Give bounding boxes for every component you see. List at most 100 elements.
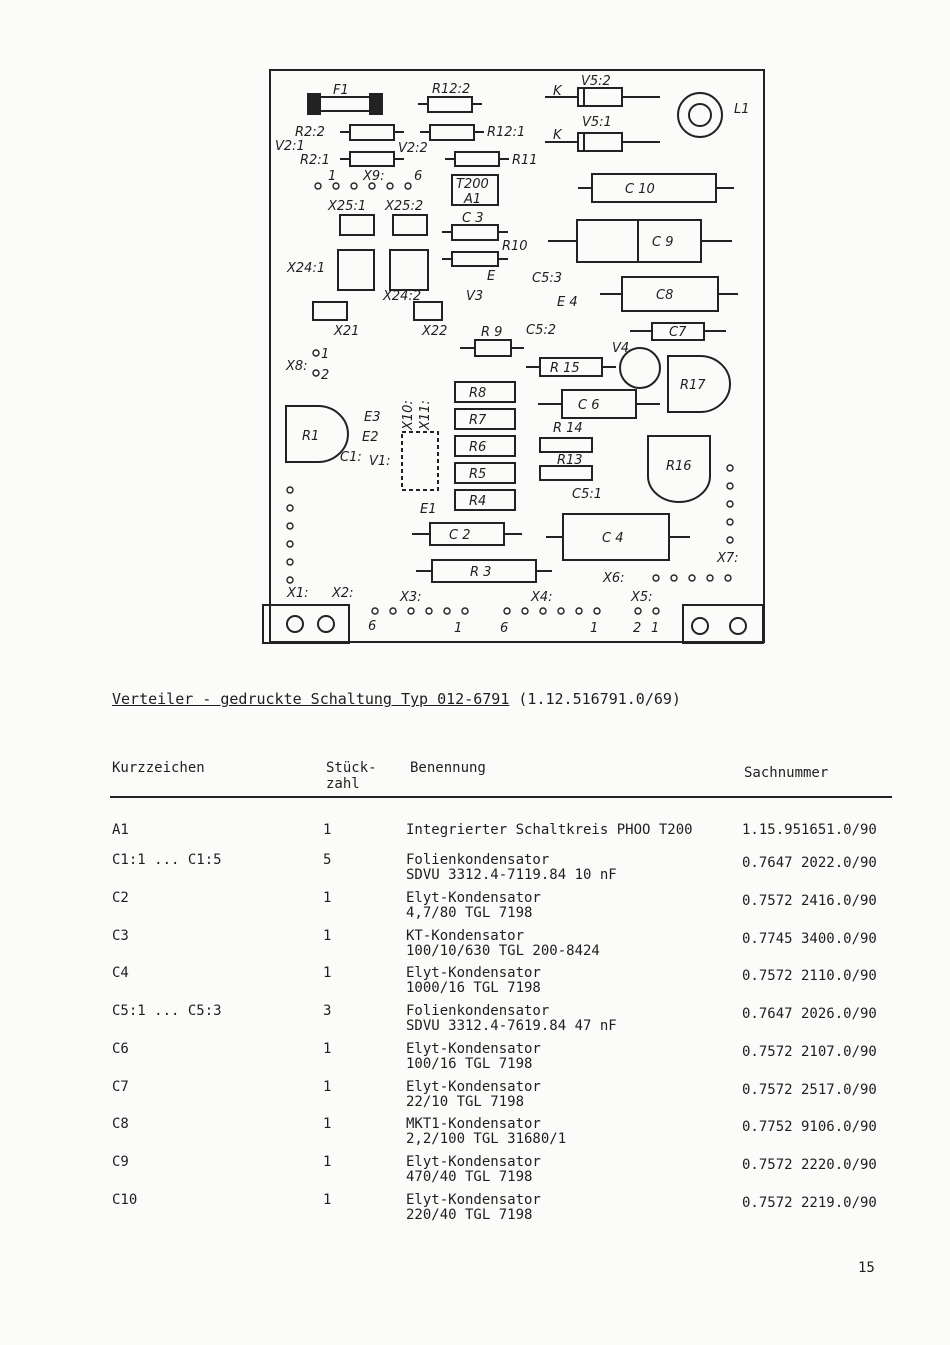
svg-text:R12:1: R12:1 xyxy=(487,125,525,140)
figure-caption: Verteiler - gedruckte Schaltung Typ 012-… xyxy=(112,690,681,708)
mount-block-right xyxy=(682,604,764,644)
header-stueckzahl: Stück- zahl xyxy=(326,760,377,792)
cell-part: 0.7572 2110.0/90 xyxy=(742,968,877,984)
resistor-r7 xyxy=(454,408,516,430)
cell-qty: 3 xyxy=(323,1003,332,1019)
cell-part: 1.15.951651.0/90 xyxy=(742,822,877,838)
cell-code: C4 xyxy=(112,965,129,981)
cell-name: Elyt-Kondensator xyxy=(406,1041,541,1057)
svg-text:C 9: C 9 xyxy=(652,235,673,250)
svg-text:K: K xyxy=(553,84,563,99)
cell-part: 0.7752 9106.0/90 xyxy=(742,1119,877,1135)
svg-text:2: 2 xyxy=(633,621,641,636)
resistor-r8 xyxy=(454,381,516,403)
cell-code: C5:1 ... C5:3 xyxy=(112,1003,222,1019)
cell-code: C2 xyxy=(112,890,129,906)
cell-name: Folienkondensator xyxy=(406,852,550,868)
board-outline xyxy=(269,69,765,643)
svg-text:R6: R6 xyxy=(469,440,486,455)
transistor-v4 xyxy=(619,347,661,389)
svg-text:X7:: X7: xyxy=(716,551,739,566)
cell-name-detail: 470/40 TGL 7198 xyxy=(406,1169,533,1185)
inductor-l1 xyxy=(677,92,723,138)
svg-text:E: E xyxy=(487,269,496,284)
resistor-r6 xyxy=(454,435,516,457)
svg-text:A1: A1 xyxy=(463,192,481,207)
mount-block-left xyxy=(262,604,350,644)
svg-text:R1: R1 xyxy=(302,429,319,444)
cell-code: C7 xyxy=(112,1079,129,1095)
svg-text:C7: C7 xyxy=(669,325,687,340)
screw-4 xyxy=(729,617,747,635)
svg-text:X24:1: X24:1 xyxy=(286,261,325,276)
table-row: C5:1 ... C5:3 3 Folienkondensator SDVU 3… xyxy=(0,1004,950,1040)
table-row: C9 1 Elyt-Kondensator 470/40 TGL 7198 0.… xyxy=(0,1155,950,1191)
cell-code: A1 xyxy=(112,822,129,838)
header-stueck-line1: Stück- xyxy=(326,760,377,776)
svg-text:R5: R5 xyxy=(469,467,486,482)
svg-text:R10: R10 xyxy=(502,239,528,254)
resistor-r13 xyxy=(539,465,593,481)
svg-text:X25:1: X25:1 xyxy=(327,199,366,214)
cell-name: Elyt-Kondensator xyxy=(406,1192,541,1208)
cell-part: 0.7647 2022.0/90 xyxy=(742,855,877,871)
svg-text:X11:: X11: xyxy=(418,400,433,431)
svg-text:R4: R4 xyxy=(469,494,486,509)
table-row: C1:1 ... C1:5 5 Folienkondensator SDVU 3… xyxy=(0,853,950,889)
svg-text:R8: R8 xyxy=(469,386,486,401)
cell-part: 0.7572 2219.0/90 xyxy=(742,1195,877,1211)
svg-text:V3: V3 xyxy=(466,289,483,304)
svg-text:R12:2: R12:2 xyxy=(432,82,470,97)
resistor-r4 xyxy=(454,489,516,511)
cell-qty: 1 xyxy=(323,822,332,838)
cell-name-detail: SDVU 3312.4-7619.84 47 nF xyxy=(406,1018,617,1034)
svg-text:V2:2: V2:2 xyxy=(398,141,428,156)
cell-name-detail: 4,7/80 TGL 7198 xyxy=(406,905,533,921)
cell-qty: 1 xyxy=(323,1079,332,1095)
svg-text:X4:: X4: xyxy=(530,590,553,605)
resistor-r14 xyxy=(539,437,593,453)
cell-qty: 1 xyxy=(323,928,332,944)
svg-text:R7: R7 xyxy=(469,413,487,428)
svg-text:R 15: R 15 xyxy=(550,361,580,376)
resistor-r11 xyxy=(454,151,500,167)
svg-text:X25:2: X25:2 xyxy=(384,199,423,214)
page-number: 15 xyxy=(858,1260,875,1276)
cell-part: 0.7572 2220.0/90 xyxy=(742,1157,877,1173)
trimmer-r1 xyxy=(285,405,349,463)
connector-x21 xyxy=(312,301,348,321)
cell-part: 0.7572 2107.0/90 xyxy=(742,1044,877,1060)
resistor-r5 xyxy=(454,462,516,484)
header-benennung: Benennung xyxy=(410,760,486,776)
connector-x25-1 xyxy=(339,214,375,236)
caption-number: (1.12.516791.0/69) xyxy=(518,690,681,708)
cell-code: C10 xyxy=(112,1192,138,1208)
capacitor-c3 xyxy=(451,224,499,241)
circuit-board-drawing: F1 R12:2 V5:2 K K V5:1 L1 R2:2 R12:1 V2:… xyxy=(262,69,765,644)
svg-text:X3:: X3: xyxy=(399,590,422,605)
cell-qty: 1 xyxy=(323,890,332,906)
cell-qty: 5 xyxy=(323,852,332,868)
svg-text:C 3: C 3 xyxy=(462,211,483,226)
svg-text:X24:2: X24:2 xyxy=(382,289,421,304)
svg-text:V4: V4 xyxy=(612,341,629,356)
cell-qty: 1 xyxy=(323,965,332,981)
table-row: C2 1 Elyt-Kondensator 4,7/80 TGL 7198 0.… xyxy=(0,891,950,927)
svg-text:C 10: C 10 xyxy=(625,182,655,197)
cell-name: Integrierter Schaltkreis PHOO T200 xyxy=(406,822,693,838)
table-row: A1 1 Integrierter Schaltkreis PHOO T200 … xyxy=(0,823,950,859)
svg-text:X1:: X1: xyxy=(286,586,309,601)
svg-text:R13: R13 xyxy=(557,453,583,468)
cell-qty: 1 xyxy=(323,1041,332,1057)
header-stueck-line2: zahl xyxy=(326,776,360,792)
svg-text:E1: E1 xyxy=(420,502,437,517)
svg-text:V5:2: V5:2 xyxy=(581,74,611,89)
svg-text:R 9: R 9 xyxy=(481,325,502,340)
cell-name-detail: SDVU 3312.4-7119.84 10 nF xyxy=(406,867,617,883)
screw-3 xyxy=(691,617,709,635)
svg-text:2: 2 xyxy=(321,368,329,383)
svg-text:V5:1: V5:1 xyxy=(582,115,612,130)
cell-name: KT-Kondensator xyxy=(406,928,525,944)
table-row: C7 1 Elyt-Kondensator 22/10 TGL 7198 0.7… xyxy=(0,1080,950,1116)
cell-name-detail: 100/16 TGL 7198 xyxy=(406,1056,533,1072)
